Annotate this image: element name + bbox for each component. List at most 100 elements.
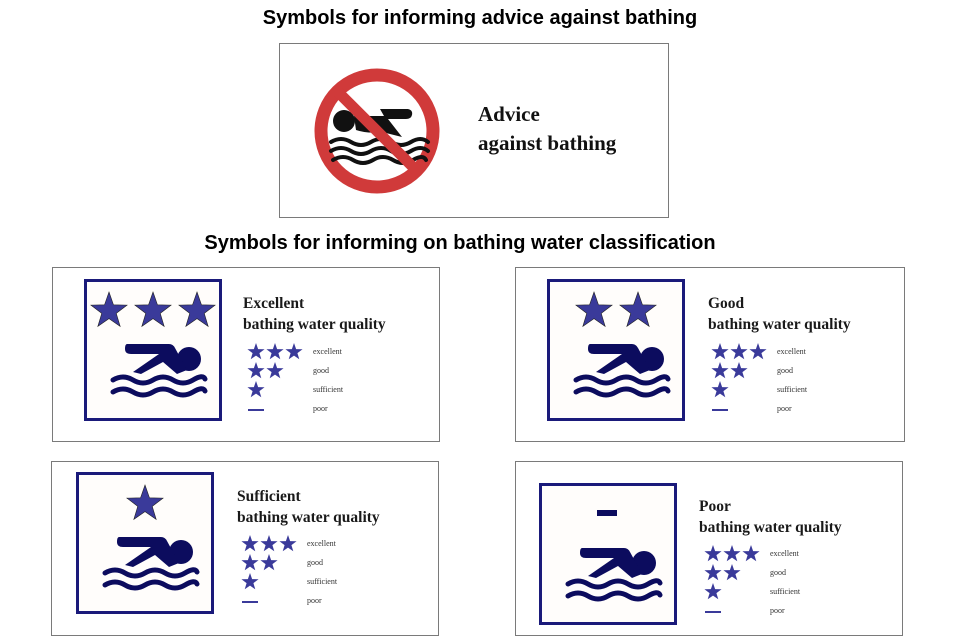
star-icon — [285, 343, 303, 360]
card-title: Poor bathing water quality — [699, 496, 842, 538]
symbol-graphic — [573, 291, 671, 398]
card-sufficient: Sufficient bathing water quality excelle… — [51, 461, 439, 636]
star-icon — [247, 362, 265, 379]
legend-label: good — [777, 366, 793, 375]
legend-stars-icon — [247, 343, 303, 360]
excellent-symbol — [84, 279, 222, 421]
star-icon — [619, 291, 657, 328]
legend-dash-icon — [248, 409, 264, 411]
star-icon — [749, 343, 767, 360]
card-title-line2: bathing water quality — [237, 509, 380, 526]
advice-label-line2: against bathing — [478, 131, 617, 155]
poor-symbol — [539, 483, 677, 625]
legend-stars-icon — [704, 545, 760, 562]
water-waves-icon — [102, 567, 200, 591]
advice-against-bathing-sign: Advice against bathing — [279, 43, 669, 218]
star-icon — [134, 291, 172, 328]
star-icon — [260, 554, 278, 571]
star-icon — [711, 362, 729, 379]
legend-label: poor — [777, 404, 792, 413]
legend-stars-icon — [241, 535, 297, 552]
swimmer-icon — [117, 537, 193, 567]
star-icon — [178, 291, 216, 328]
no-swimming-prohibition-icon — [314, 68, 440, 194]
legend-label: good — [307, 558, 323, 567]
star-icon — [711, 343, 729, 360]
legend-label: excellent — [770, 549, 799, 558]
card-title-line1: Excellent — [243, 295, 305, 312]
legend-stars-icon — [711, 381, 729, 398]
water-waves-icon — [565, 578, 663, 602]
star-icon — [266, 362, 284, 379]
legend-stars-icon — [247, 362, 284, 379]
legend-stars-icon — [711, 343, 767, 360]
legend-stars-icon — [704, 564, 741, 581]
legend-label: sufficient — [777, 385, 808, 394]
legend-dash-icon — [712, 409, 728, 411]
card-title: Good bathing water quality — [708, 293, 851, 335]
legend-label: excellent — [313, 347, 342, 356]
advice-label: Advice against bathing — [478, 100, 616, 158]
symbol-graphic — [102, 484, 200, 591]
classification-section-heading: Symbols for informing on bathing water c… — [204, 232, 716, 254]
legend-label: good — [313, 366, 329, 375]
legend-label: good — [770, 568, 786, 577]
star-icon — [711, 381, 729, 398]
legend-dash-icon — [242, 601, 258, 603]
star-icon — [704, 545, 722, 562]
legend-label: sufficient — [770, 587, 801, 596]
advice-section-heading: Symbols for informing advice against bat… — [262, 7, 698, 29]
star-icon — [279, 535, 297, 552]
star-icon — [241, 535, 259, 552]
legend-stars-icon — [241, 573, 259, 590]
star-icon — [704, 564, 722, 581]
legend-label: poor — [770, 606, 785, 615]
water-waves-icon — [110, 374, 208, 398]
star-icon — [723, 545, 741, 562]
good-symbol — [547, 279, 685, 421]
star-icon — [723, 564, 741, 581]
swimmer-icon — [580, 548, 656, 578]
card-title: Excellent bathing water quality — [243, 293, 386, 335]
advice-label-line1: Advice — [478, 102, 540, 126]
legend-label: poor — [313, 404, 328, 413]
card-title-line2: bathing water quality — [243, 316, 386, 333]
star-icon — [575, 291, 613, 328]
star-icon — [260, 535, 278, 552]
card-title-line2: bathing water quality — [708, 316, 851, 333]
star-icon — [704, 583, 722, 600]
star-icon — [742, 545, 760, 562]
star-icon — [266, 343, 284, 360]
card-title-line1: Sufficient — [237, 488, 301, 505]
star-icon — [247, 343, 265, 360]
legend-label: sufficient — [307, 577, 338, 586]
star-icon — [126, 484, 164, 521]
card-good: Good bathing water quality excellent good… — [515, 267, 905, 442]
legend-label: excellent — [307, 539, 336, 548]
star-icon — [247, 381, 265, 398]
water-waves-icon — [573, 374, 671, 398]
card-title-line1: Poor — [699, 498, 731, 515]
dash-icon — [242, 601, 258, 603]
card-title-line2: bathing water quality — [699, 519, 842, 536]
star-icon — [241, 573, 259, 590]
legend-stars-icon — [711, 362, 748, 379]
dash-icon — [712, 409, 728, 411]
dash-icon — [705, 611, 721, 613]
swimmer-icon — [125, 344, 201, 374]
star-icon — [90, 291, 128, 328]
legend-stars-icon — [241, 554, 278, 571]
card-title-line1: Good — [708, 295, 745, 312]
star-icon — [730, 362, 748, 379]
card-excellent: Excellent bathing water quality excellen… — [52, 267, 440, 442]
swimmer-icon — [588, 344, 664, 374]
symbol-graphic — [565, 510, 663, 602]
star-icon — [241, 554, 259, 571]
legend-label: excellent — [777, 347, 806, 356]
dash-icon — [248, 409, 264, 411]
card-title: Sufficient bathing water quality — [237, 486, 380, 528]
dash-icon — [597, 510, 617, 516]
star-icon — [730, 343, 748, 360]
legend-label: poor — [307, 596, 322, 605]
card-poor: Poor bathing water quality excellent good… — [515, 461, 903, 636]
